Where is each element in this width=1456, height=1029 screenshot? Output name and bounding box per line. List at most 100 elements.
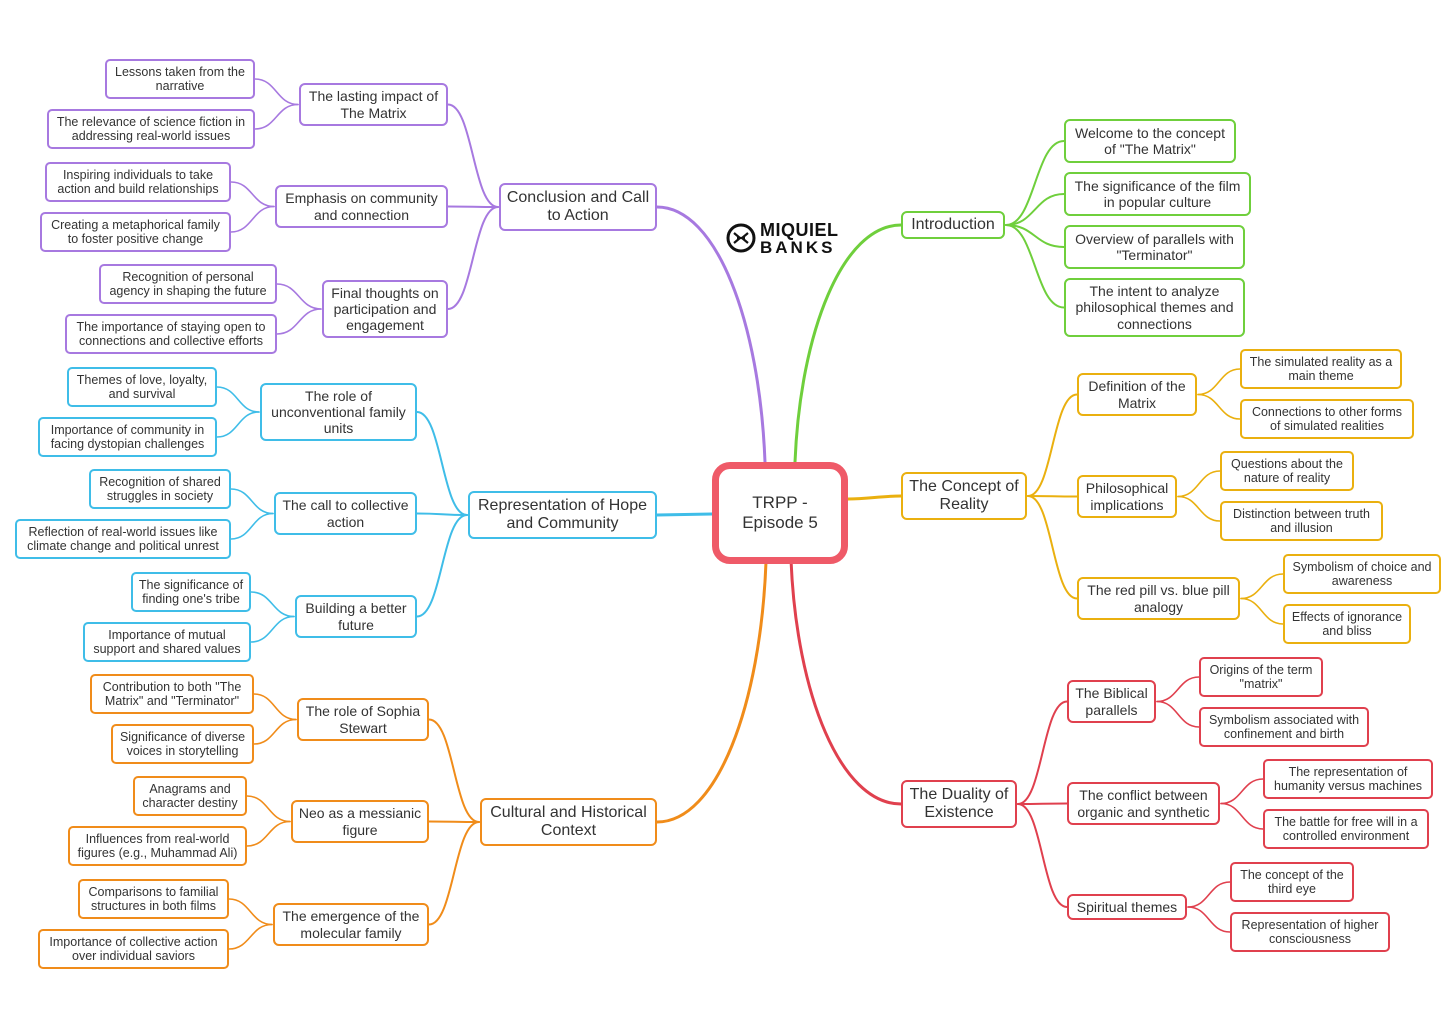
leaf-creating-a-metaphorical-family-to-foster[interactable]: Creating a metaphorical family to foster…	[40, 212, 231, 252]
edge-conclusion-2	[447, 206, 499, 310]
edge-reality-0-1	[1197, 393, 1241, 420]
subtopic-the-intent-to-analyze-philosophical-them[interactable]: The intent to analyze philosophical them…	[1064, 278, 1245, 337]
leaf-symbolism-associated-with-confinement-an[interactable]: Symbolism associated with confinement an…	[1199, 707, 1369, 747]
edge-reality-1-0	[1177, 470, 1221, 498]
branch-the-duality-of-existence[interactable]: The Duality of Existence	[901, 780, 1017, 828]
leaf-anagrams-and-character-destiny[interactable]: Anagrams and character destiny	[133, 776, 247, 816]
leaf-the-significance-of-finding-one-s-tribe[interactable]: The significance of finding one's tribe	[131, 572, 251, 612]
edge-conclusion-2-0	[276, 283, 322, 310]
edge-duality-0-1	[1156, 700, 1200, 728]
leaf-reflection-of-real-world-issues-like-cli[interactable]: Reflection of real-world issues like cli…	[15, 519, 231, 559]
branch-introduction[interactable]: Introduction	[901, 211, 1005, 239]
subtopic-overview-of-parallels-with-terminator[interactable]: Overview of parallels with "Terminator"	[1064, 225, 1245, 269]
edge-duality-2-0	[1187, 881, 1231, 908]
edge-center-hope	[655, 512, 714, 517]
leaf-the-simulated-reality-as-a-main-theme[interactable]: The simulated reality as a main theme	[1240, 349, 1402, 389]
subtopic-the-role-of-unconventional-family-units[interactable]: The role of unconventional family units	[260, 383, 417, 441]
brand-logo: MIQUIEL BANKS	[726, 218, 839, 258]
subtopic-final-thoughts-on-participation-and-enga[interactable]: Final thoughts on participation and enga…	[322, 280, 448, 338]
edge-hope-1-0	[230, 488, 274, 515]
edge-cultural-2-0	[228, 898, 273, 926]
edge-center-conclusion	[655, 205, 767, 464]
edge-duality-2-1	[1187, 906, 1231, 933]
edge-cultural-1-0	[246, 795, 291, 823]
edge-cultural-0-1	[253, 718, 297, 745]
leaf-the-representation-of-humanity-versus-ma[interactable]: The representation of humanity versus ma…	[1263, 759, 1433, 799]
leaf-contribution-to-both-the-matrix-and-term[interactable]: Contribution to both "The Matrix" and "T…	[90, 674, 254, 714]
edge-intro-0	[1005, 140, 1065, 226]
edge-conclusion-2-1	[276, 308, 322, 335]
edge-duality-0-0	[1156, 676, 1200, 703]
logo-mark-icon	[726, 223, 756, 253]
leaf-distinction-between-truth-and-illusion[interactable]: Distinction between truth and illusion	[1220, 501, 1383, 541]
edge-hope-1	[416, 512, 468, 516]
edge-cultural-0	[428, 718, 480, 823]
leaf-origins-of-the-term-matrix[interactable]: Origins of the term "matrix"	[1199, 657, 1323, 697]
central-topic[interactable]: TRPP - Episode 5	[712, 462, 848, 564]
leaf-importance-of-collective-action-over-ind[interactable]: Importance of collective action over ind…	[38, 929, 229, 969]
edge-cultural-1	[428, 820, 480, 823]
leaf-recognition-of-personal-agency-in-shapin[interactable]: Recognition of personal agency in shapin…	[99, 264, 277, 304]
edge-hope-0-1	[216, 411, 260, 438]
leaf-recognition-of-shared-struggles-in-socie[interactable]: Recognition of shared struggles in socie…	[89, 469, 231, 509]
edge-duality-2	[1017, 803, 1068, 908]
subtopic-the-emergence-of-the-molecular-family[interactable]: The emergence of the molecular family	[273, 903, 429, 946]
subtopic-spiritual-themes[interactable]: Spiritual themes	[1067, 894, 1187, 920]
edge-cultural-2-1	[228, 923, 273, 950]
subtopic-definition-of-the-matrix[interactable]: Definition of the Matrix	[1077, 373, 1197, 416]
subtopic-the-red-pill-vs-blue-pill-analogy[interactable]: The red pill vs. blue pill analogy	[1077, 577, 1240, 620]
leaf-the-concept-of-the-third-eye[interactable]: The concept of the third eye	[1230, 862, 1354, 902]
leaf-inspiring-individuals-to-take-action-and[interactable]: Inspiring individuals to take action and…	[45, 162, 231, 202]
subtopic-the-call-to-collective-action[interactable]: The call to collective action	[274, 492, 417, 535]
edge-duality-1-0	[1220, 778, 1264, 805]
subtopic-welcome-to-the-concept-of-the-matrix[interactable]: Welcome to the concept of "The Matrix"	[1064, 119, 1236, 163]
edge-reality-0-0	[1197, 368, 1241, 396]
leaf-the-importance-of-staying-open-to-connec[interactable]: The importance of staying open to connec…	[65, 314, 277, 354]
edge-conclusion-1	[447, 205, 499, 208]
subtopic-the-conflict-between-organic-and-synthet[interactable]: The conflict between organic and synthet…	[1067, 782, 1220, 825]
leaf-the-relevance-of-science-fiction-in-addr[interactable]: The relevance of science fiction in addr…	[47, 109, 255, 149]
edge-hope-2-0	[250, 591, 295, 618]
edge-center-reality	[846, 494, 903, 501]
edge-reality-2-0	[1240, 573, 1284, 600]
leaf-representation-of-higher-consciousness[interactable]: Representation of higher consciousness	[1230, 912, 1390, 952]
subtopic-the-lasting-impact-of-the-matrix[interactable]: The lasting impact of The Matrix	[299, 83, 448, 126]
edge-conclusion-1-1	[230, 205, 275, 233]
edge-cultural-0-0	[253, 693, 297, 721]
subtopic-the-role-of-sophia-stewart[interactable]: The role of Sophia Stewart	[297, 698, 429, 741]
edge-hope-0	[416, 411, 468, 516]
subtopic-building-a-better-future[interactable]: Building a better future	[295, 595, 417, 638]
edge-intro-3	[1005, 224, 1065, 309]
leaf-lessons-taken-from-the-narrative[interactable]: Lessons taken from the narrative	[105, 59, 255, 99]
leaf-importance-of-mutual-support-and-shared-[interactable]: Importance of mutual support and shared …	[83, 622, 251, 662]
leaf-significance-of-diverse-voices-in-storyt[interactable]: Significance of diverse voices in storyt…	[111, 724, 254, 764]
branch-the-concept-of-reality[interactable]: The Concept of Reality	[901, 472, 1027, 520]
branch-conclusion-and-call-to-action[interactable]: Conclusion and Call to Action	[499, 183, 657, 231]
logo-text-line2: BANKS	[760, 237, 836, 257]
leaf-effects-of-ignorance-and-bliss[interactable]: Effects of ignorance and bliss	[1283, 604, 1411, 644]
subtopic-emphasis-on-community-and-connection[interactable]: Emphasis on community and connection	[275, 185, 448, 228]
subtopic-the-significance-of-the-film-in-popular-[interactable]: The significance of the film in popular …	[1064, 172, 1251, 216]
edge-center-cultural	[655, 560, 768, 824]
branch-cultural-and-historical-context[interactable]: Cultural and Historical Context	[480, 798, 657, 846]
logo-text-line1: MIQUIEL	[760, 219, 839, 240]
leaf-influences-from-real-world-figures-e-g-m[interactable]: Influences from real-world figures (e.g.…	[68, 826, 247, 866]
subtopic-philosophical-implications[interactable]: Philosophical implications	[1077, 475, 1177, 518]
edge-intro-1	[1005, 193, 1065, 226]
edge-duality-1	[1017, 802, 1068, 805]
subtopic-the-biblical-parallels[interactable]: The Biblical parallels	[1067, 680, 1156, 723]
leaf-importance-of-community-in-facing-dystop[interactable]: Importance of community in facing dystop…	[38, 417, 217, 457]
edge-hope-2	[416, 514, 468, 618]
edge-duality-1-1	[1220, 802, 1264, 830]
leaf-the-battle-for-free-will-in-a-controlled[interactable]: The battle for free will in a controlled…	[1263, 809, 1429, 849]
leaf-comparisons-to-familial-structures-in-bo[interactable]: Comparisons to familial structures in bo…	[78, 879, 229, 919]
branch-representation-of-hope-and-community[interactable]: Representation of Hope and Community	[468, 491, 657, 539]
leaf-symbolism-of-choice-and-awareness[interactable]: Symbolism of choice and awareness	[1283, 554, 1441, 594]
edge-reality-1-1	[1177, 495, 1221, 522]
leaf-themes-of-love-loyalty-and-survival[interactable]: Themes of love, loyalty, and survival	[67, 367, 217, 407]
leaf-questions-about-the-nature-of-reality[interactable]: Questions about the nature of reality	[1220, 451, 1354, 491]
edge-conclusion-1-0	[230, 181, 275, 208]
leaf-connections-to-other-forms-of-simulated-[interactable]: Connections to other forms of simulated …	[1240, 399, 1414, 439]
edge-conclusion-0	[447, 103, 499, 208]
subtopic-neo-as-a-messianic-figure[interactable]: Neo as a messianic figure	[291, 800, 429, 843]
